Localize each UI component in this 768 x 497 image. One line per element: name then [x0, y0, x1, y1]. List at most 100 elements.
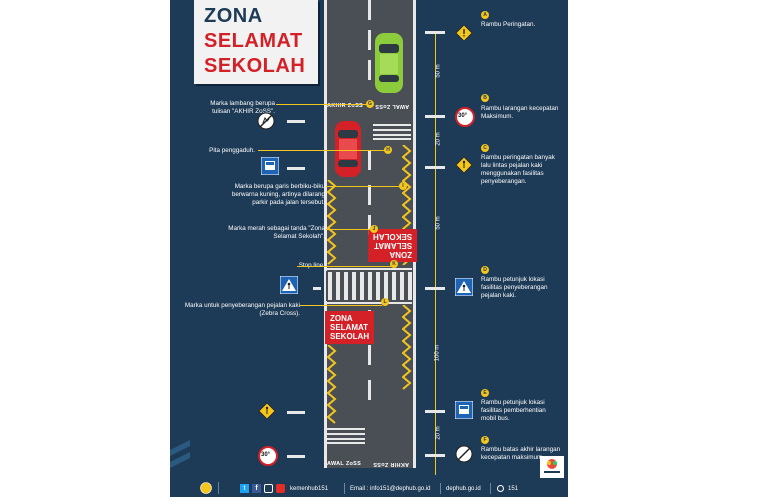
annotation-marka-lambang: Marka lambang berupa tulisan "AKHIR ZoSS… — [210, 100, 275, 115]
pedestrian-crossing-sign-icon — [455, 278, 473, 296]
decorative-stripes — [170, 440, 190, 468]
bus-stop-sign-icon — [261, 157, 279, 175]
annotation-stop-line: Stop line. — [250, 262, 325, 270]
distance-tick — [425, 31, 445, 34]
road-text-akhir-zoss: AKHIR ZoSS — [327, 103, 363, 109]
road-curb-left — [324, 0, 327, 468]
annotation-leader — [300, 305, 382, 306]
yellow-zigzag-right-bottom — [402, 305, 412, 390]
road-edge-dash — [287, 167, 305, 170]
zona-text-line: SEKOLAH — [373, 232, 413, 241]
road-text-awal-zoss-flipped: AWAL ZoSS — [375, 103, 410, 109]
road-dot-j: J — [370, 225, 378, 233]
stop-line-bottom — [326, 302, 412, 304]
zona-text-line: SELAMAT — [330, 323, 369, 332]
title-line3: SEKOLAH — [204, 55, 306, 77]
footer-divider — [490, 483, 491, 494]
speed-limit-sign-icon — [258, 446, 278, 466]
annotation-leader — [326, 229, 371, 230]
annotation-marka-penyeberangan: Marka untuk penyeberangan pejalan kaki (… — [184, 302, 300, 317]
speed-limit-sign-icon — [455, 107, 475, 127]
center-dash — [368, 30, 371, 50]
speed-limit-label: 30° — [261, 452, 271, 458]
distance-tick — [425, 115, 445, 118]
distance-tick — [425, 454, 445, 457]
twitter-icon[interactable]: t — [240, 484, 249, 493]
road-dot-i: I — [399, 182, 407, 190]
center-dash — [368, 345, 371, 365]
green-car — [375, 33, 403, 93]
facebook-icon[interactable]: f — [252, 484, 261, 493]
footer-website[interactable]: dephub.go.id — [446, 486, 481, 492]
annotation-rambu-peringatan-pejalan: Rambu peringatan banyak lalu lintas peja… — [481, 154, 555, 185]
road-dot-k: K — [390, 260, 398, 268]
zona-text-line: SELAMAT — [374, 241, 413, 250]
distance-tick — [425, 287, 445, 290]
distance-guide-line — [435, 33, 436, 475]
youtube-icon[interactable] — [276, 484, 285, 493]
title-line2: SELAMAT — [204, 30, 303, 52]
asian-games-logo — [540, 456, 564, 478]
annotation-letter: D — [481, 266, 489, 274]
footer-social-handle[interactable]: kemenhub151 — [290, 486, 329, 492]
road-text-awal-zoss: AWAL ZoSS — [327, 461, 362, 467]
pedestrian-warning-sign-icon — [258, 402, 276, 420]
yellow-zigzag-left-bottom — [327, 345, 337, 424]
distance-tick — [425, 410, 445, 413]
distance-label: 50 m — [435, 64, 442, 78]
zona-selamat-sekolah-marking-top: ZONA SELAMAT SEKOLAH — [368, 229, 418, 262]
annotation-letter: E — [481, 389, 489, 397]
annotation-letter: F — [481, 436, 489, 444]
road-text-akhir-zoss-flipped: AKHIR ZoSS — [373, 461, 409, 467]
annotation-rambu-batas-akhir: Rambu batas akhir larangan kecepatan mak… — [481, 446, 561, 461]
road-dot-g: G — [366, 100, 374, 108]
center-dash — [368, 150, 371, 170]
center-dash — [368, 185, 371, 205]
instagram-icon[interactable] — [264, 484, 273, 493]
annotation-leader — [276, 104, 368, 105]
distance-label: 50 m — [435, 216, 442, 230]
annotation-letter: A — [481, 11, 489, 19]
road-edge-dash — [313, 287, 321, 290]
zona-text-line: SEKOLAH — [330, 332, 370, 341]
bus-stop-sign-icon — [455, 401, 473, 419]
zona-selamat-sekolah-marking-bottom: ZONA SELAMAT SEKOLAH — [325, 311, 375, 344]
annotation-rambu-petunjuk-penyeberangan: Rambu petunjuk lokasi fasilitas penyeber… — [481, 276, 548, 299]
yellow-zigzag-left — [327, 180, 337, 265]
distance-label: 20 m — [435, 132, 442, 146]
center-dash — [368, 380, 371, 400]
distance-tick — [425, 166, 445, 169]
annotation-leader — [258, 150, 385, 151]
road-edge-dash — [287, 455, 305, 458]
road-edge-dash — [287, 120, 305, 123]
footer-email[interactable]: Email : info151@dephub.go.id — [350, 486, 431, 492]
annotation-rambu-petunjuk-bus: Rambu petunjuk lokasi fasilitas pemberhe… — [481, 399, 546, 422]
pedestrian-crossing-sign-icon — [280, 276, 298, 294]
stop-line — [326, 268, 412, 270]
center-dash — [368, 60, 371, 80]
phone-icon — [497, 485, 504, 492]
road-dot-l: L — [381, 298, 389, 306]
annotation-leader — [326, 186, 401, 187]
annotation-letter: C — [481, 144, 489, 152]
title-line1: ZONA — [204, 5, 263, 27]
footer-divider — [440, 483, 441, 494]
rumble-strip-bottom — [327, 428, 365, 444]
road-dot-h: H — [384, 146, 392, 154]
footer-divider — [344, 483, 345, 494]
annotation-rambu-peringatan: Rambu Peringatan. — [481, 21, 536, 28]
zona-text-line: ZONA — [389, 250, 413, 259]
center-dash — [368, 0, 371, 20]
speed-limit-label: 30° — [458, 113, 468, 119]
annotation-rambu-larangan: Rambu larangan kecepatan Maksimum. — [481, 105, 559, 120]
infographic-panel: ZONA SELAMAT SEKOLAH AKHIR ZoSS AWAL ZoS… — [170, 0, 568, 497]
footer-phone[interactable]: 151 — [508, 486, 519, 492]
warning-sign-icon — [455, 24, 473, 42]
annotation-marka-merah: Marka merah sebagai tanda "Zona Selamat … — [228, 225, 325, 240]
red-car — [335, 121, 361, 177]
annotation-pita-penggaduh: Pita penggaduh. — [209, 147, 255, 154]
title-card: ZONA SELAMAT SEKOLAH — [194, 0, 318, 84]
annotation-leader — [297, 266, 391, 267]
road-edge-dash — [287, 411, 305, 414]
center-dash — [368, 215, 371, 235]
